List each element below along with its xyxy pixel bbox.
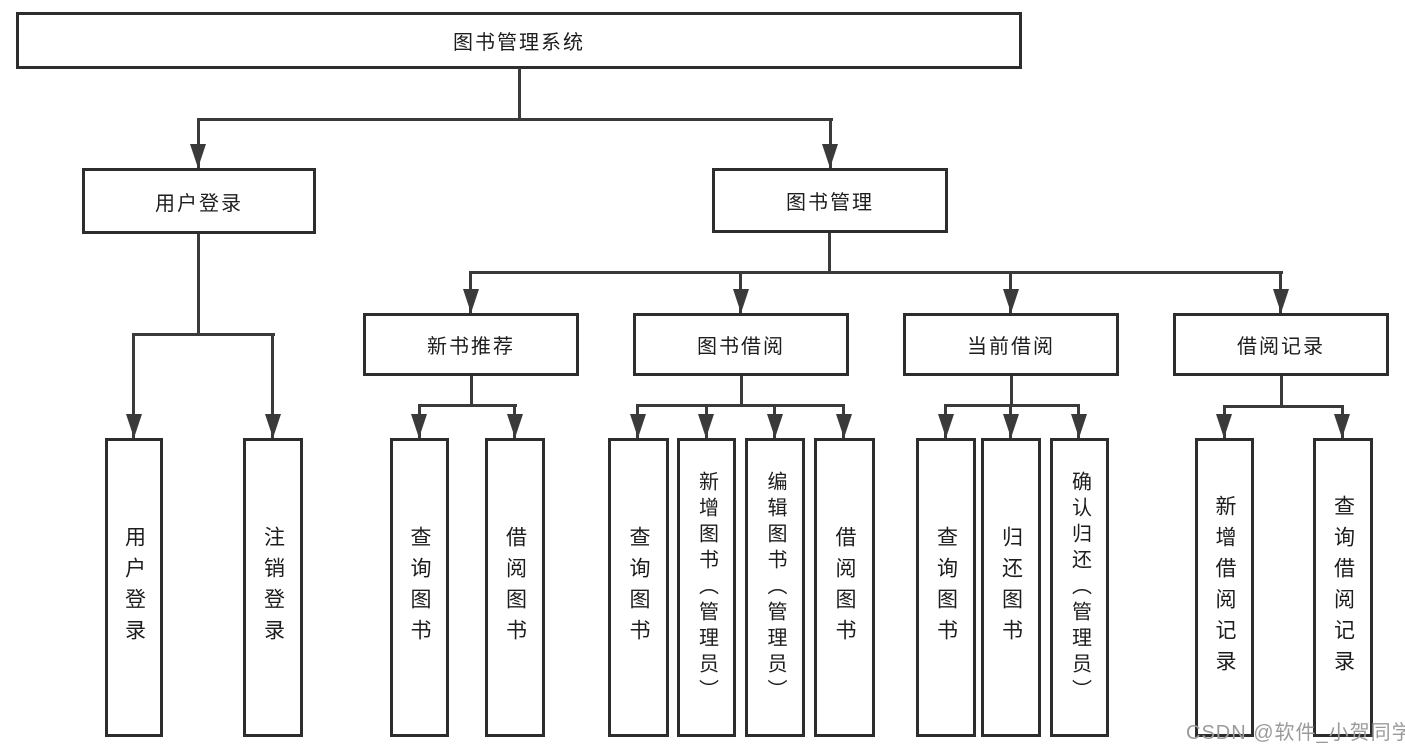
node-borrow-records: 借阅记录 <box>1173 313 1389 376</box>
node-label: 图书管理 <box>786 192 874 214</box>
connector-line <box>197 118 833 121</box>
node-label: 当前借阅 <box>967 336 1055 358</box>
connector-line <box>197 118 200 168</box>
node-label: 确认归还（管理员） <box>1068 470 1091 705</box>
arrow-down-icon <box>938 414 954 438</box>
connector-line <box>132 333 135 438</box>
node-label: 查询借阅记录 <box>1331 494 1355 681</box>
connector-line <box>518 68 521 120</box>
node-label: 查询图书 <box>627 525 650 650</box>
leaf-borrow-book-recommend: 借阅图书 <box>485 438 545 737</box>
arrow-down-icon <box>1216 414 1232 438</box>
leaf-user-login: 用户登录 <box>105 438 163 737</box>
leaf-query-book-recommend: 查询图书 <box>390 438 449 737</box>
leaf-return-book: 归还图书 <box>981 438 1041 737</box>
node-label: 归还图书 <box>999 525 1023 650</box>
node-label: 查询图书 <box>408 525 431 650</box>
node-label: 新增图书（管理员） <box>695 470 718 705</box>
connector-line <box>197 234 200 335</box>
node-user-login: 用户登录 <box>82 168 316 234</box>
node-library-system: 图书管理系统 <box>16 12 1022 69</box>
leaf-edit-book-admin: 编辑图书（管理员） <box>745 438 805 737</box>
node-label: 新增借阅记录 <box>1213 494 1236 681</box>
arrow-down-icon <box>507 414 523 438</box>
connector-line <box>1223 405 1344 408</box>
connector-line <box>132 333 275 336</box>
connector-line <box>418 404 517 407</box>
connector-line <box>1280 376 1283 407</box>
leaf-borrow-book: 借阅图书 <box>814 438 875 737</box>
arrow-down-icon <box>1003 289 1019 313</box>
node-label: 新书推荐 <box>427 336 515 358</box>
node-label: 借阅图书 <box>833 525 856 650</box>
node-label: 图书管理系统 <box>453 32 585 54</box>
node-label: 用户登录 <box>122 525 146 650</box>
arrow-down-icon <box>463 289 479 313</box>
arrow-down-icon <box>1334 414 1350 438</box>
csdn-watermark: CSDN @软件_小贺同学 <box>1186 722 1405 744</box>
node-label: 借阅记录 <box>1237 336 1325 358</box>
arrow-down-icon <box>836 414 852 438</box>
connector-line <box>944 404 1080 407</box>
arrow-down-icon <box>1071 414 1087 438</box>
leaf-query-book-current: 查询图书 <box>916 438 976 737</box>
node-label: 用户登录 <box>155 192 243 215</box>
arrow-down-icon <box>411 414 427 438</box>
connector-line <box>271 333 274 438</box>
node-label: 注销登录 <box>261 525 285 650</box>
connector-line <box>1010 376 1013 406</box>
arrow-down-icon <box>126 414 142 438</box>
leaf-add-borrow-record: 新增借阅记录 <box>1195 438 1254 737</box>
node-new-book-recommend: 新书推荐 <box>363 313 579 376</box>
leaf-query-borrow-record: 查询借阅记录 <box>1313 438 1373 737</box>
node-book-management: 图书管理 <box>712 168 948 233</box>
node-label: 查询图书 <box>934 525 958 650</box>
arrow-down-icon <box>1273 289 1289 313</box>
connector-line <box>828 233 831 273</box>
arrow-down-icon <box>822 144 838 168</box>
arrow-down-icon <box>1003 414 1019 438</box>
connector-line <box>470 376 473 407</box>
connector-line <box>469 271 1283 274</box>
leaf-logout: 注销登录 <box>243 438 303 737</box>
arrow-down-icon <box>630 414 646 438</box>
leaf-confirm-return-admin: 确认归还（管理员） <box>1050 438 1109 737</box>
arrow-down-icon <box>733 289 749 313</box>
arrow-down-icon <box>265 414 281 438</box>
node-current-borrow: 当前借阅 <box>903 313 1119 376</box>
arrow-down-icon <box>767 414 783 438</box>
arrow-down-icon <box>190 144 206 168</box>
node-label: 借阅图书 <box>503 525 527 650</box>
connector-line <box>636 404 845 407</box>
node-book-borrow: 图书借阅 <box>633 313 849 376</box>
node-label: 编辑图书（管理员） <box>764 470 786 705</box>
connector-line <box>829 118 832 168</box>
leaf-add-book-admin: 新增图书（管理员） <box>677 438 736 737</box>
node-label: 图书借阅 <box>697 336 785 358</box>
arrow-down-icon <box>698 414 714 438</box>
leaf-query-book-borrow: 查询图书 <box>608 438 669 737</box>
connector-line <box>740 376 743 406</box>
